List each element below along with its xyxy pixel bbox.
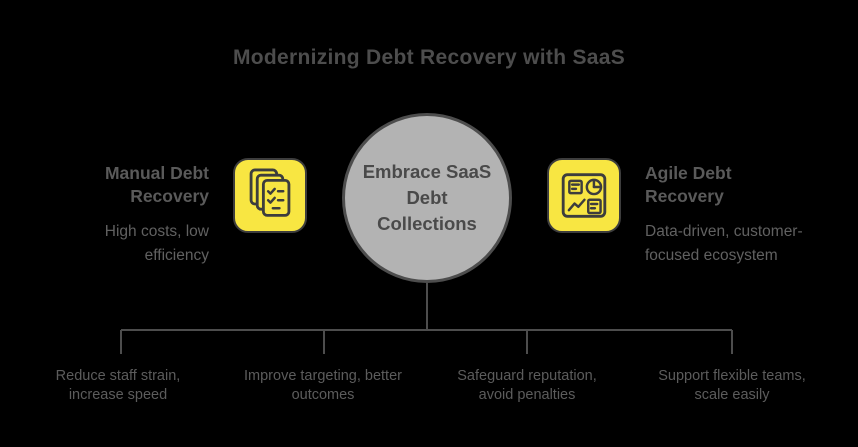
benefit-label-2: Improve targeting, better outcomes (228, 367, 418, 405)
benefit-label-line: scale easily (694, 387, 770, 403)
benefit-label-3: Safeguard reputation, avoid penalties (432, 367, 622, 405)
left-node-heading: Manual Debt Recovery (29, 162, 209, 208)
right-node-heading-line: Recovery (645, 186, 724, 206)
benefit-label-line: outcomes (291, 387, 355, 403)
center-node-label: Embrace SaaS Debt Collections (363, 159, 492, 237)
benefit-label-1: Reduce staff strain, increase speed (23, 367, 213, 405)
center-node-circle: Embrace SaaS Debt Collections (342, 113, 512, 283)
left-node-heading-line: Recovery (130, 186, 209, 206)
diagram-title: Modernizing Debt Recovery with SaaS (232, 46, 626, 69)
right-node-subtitle: Data-driven, customer- focused ecosystem (645, 220, 835, 267)
left-node-subtitle-line: efficiency (144, 246, 209, 264)
right-node-heading-line: Agile Debt (645, 163, 732, 183)
left-node-subtitle-line: High costs, low (104, 223, 209, 240)
benefit-label-line: increase speed (68, 387, 168, 403)
center-node-label-line: Embrace SaaS (362, 161, 492, 182)
dashboard-charts-icon (547, 158, 621, 233)
benefit-label-line: Support flexible teams, (658, 368, 806, 384)
center-node-label-line: Debt (406, 187, 448, 208)
left-node-heading-line: Manual Debt (104, 163, 209, 183)
center-node-label-line: Collections (377, 213, 477, 234)
benefit-label-line: Safeguard reputation, (457, 368, 597, 384)
dashboard-charts-icon-art (561, 173, 607, 218)
right-node-subtitle-line: focused ecosystem (645, 246, 778, 264)
right-node-heading: Agile Debt Recovery (645, 162, 835, 208)
benefit-label-line: Improve targeting, better (244, 368, 402, 384)
benefit-label-line: Reduce staff strain, (55, 368, 181, 384)
benefit-label-line: avoid penalties (478, 387, 576, 403)
documents-checklist-icon-art (249, 168, 291, 217)
left-node-subtitle: High costs, low efficiency (29, 220, 209, 267)
benefit-label-4: Support flexible teams, scale easily (637, 367, 827, 405)
right-node-subtitle-line: Data-driven, customer- (645, 223, 803, 240)
documents-checklist-icon (233, 158, 307, 233)
